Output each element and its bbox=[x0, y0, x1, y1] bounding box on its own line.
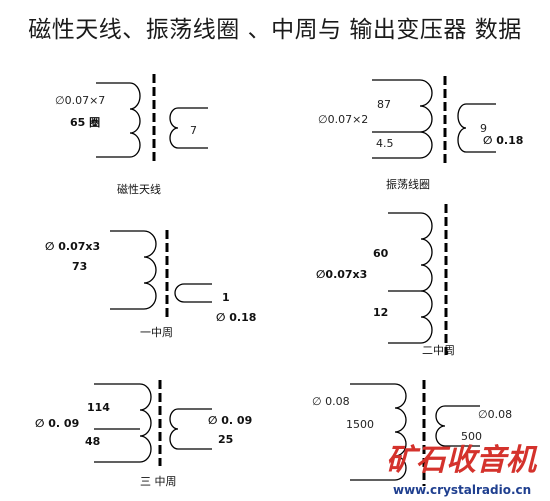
osc-secondary-turns: 9 bbox=[480, 122, 487, 135]
if3-caption: 三 中周 bbox=[140, 475, 177, 488]
if3-secondary-coil bbox=[169, 408, 212, 450]
if1-diagram: ∅ 0.07x3 73 1 ∅ 0.18 一中周 bbox=[45, 230, 256, 339]
osc-tap-upper: 87 bbox=[377, 98, 391, 111]
if1-secondary-turns: 1 bbox=[222, 291, 230, 304]
output-secondary-coil bbox=[435, 405, 480, 447]
watermark-url: www.crystalradio.cn bbox=[393, 483, 531, 497]
output-primary-turns: 1500 bbox=[346, 418, 374, 431]
osc-secondary-coil bbox=[457, 103, 496, 153]
output-transformer-diagram: ∅ 0.08 1500 ∅0.08 500 bbox=[312, 380, 512, 486]
output-secondary-turns: 500 bbox=[461, 430, 482, 443]
output-wire-secondary: ∅0.08 bbox=[478, 408, 512, 421]
osc-primary-coil bbox=[372, 79, 433, 159]
if2-wire-primary: ∅0.07x3 bbox=[316, 268, 367, 281]
osc-caption: 振荡线圈 bbox=[386, 177, 430, 191]
if2-caption: 二中周 bbox=[422, 344, 455, 357]
if2-tap-lower: 12 bbox=[373, 306, 388, 319]
if2-tap-upper: 60 bbox=[373, 247, 389, 260]
if2-upper-coil bbox=[388, 212, 433, 292]
page-title: 磁性天线、振荡线圈 、中周与 输出变压器 数据 bbox=[28, 17, 522, 43]
antenna-wire-label: ∅0.07×7 bbox=[55, 94, 105, 107]
if1-wire-secondary: ∅ 0.18 bbox=[216, 311, 256, 324]
if3-secondary-turns: 25 bbox=[218, 433, 233, 446]
osc-wire-secondary: ∅ 0.18 bbox=[483, 134, 523, 147]
if1-primary-coil bbox=[110, 230, 157, 310]
if3-primary-coil bbox=[94, 383, 152, 463]
antenna-secondary-coil bbox=[169, 107, 208, 149]
if1-wire-primary: ∅ 0.07x3 bbox=[45, 240, 100, 253]
antenna-primary-coil bbox=[96, 82, 141, 158]
if3-diagram: 114 ∅ 0. 09 48 ∅ 0. 09 25 三 中周 bbox=[35, 380, 252, 488]
antenna-diagram: ∅0.07×7 65 圈 7 磁性天线 bbox=[55, 74, 208, 196]
output-wire-primary: ∅ 0.08 bbox=[312, 395, 350, 408]
if3-wire-secondary: ∅ 0. 09 bbox=[208, 414, 252, 427]
osc-coil-diagram: 87 ∅0.07×2 4.5 9 ∅ 0.18 振荡线圈 bbox=[318, 76, 523, 191]
if3-wire-primary: ∅ 0. 09 bbox=[35, 417, 79, 430]
watermark: 矿石收音机 www.crystalradio.cn bbox=[386, 443, 538, 497]
output-primary-coil bbox=[350, 383, 407, 481]
osc-wire-primary: ∅0.07×2 bbox=[318, 113, 368, 126]
osc-tap-lower: 4.5 bbox=[376, 137, 394, 150]
antenna-secondary-turns: 7 bbox=[190, 124, 197, 137]
if1-secondary-coil bbox=[174, 283, 212, 303]
if3-tap-upper: 114 bbox=[87, 401, 110, 414]
if2-lower-coil bbox=[388, 290, 433, 344]
antenna-primary-turns: 65 圈 bbox=[70, 116, 100, 129]
if1-primary-turns: 73 bbox=[72, 260, 87, 273]
if2-diagram: 60 ∅0.07x3 12 二中周 bbox=[316, 204, 455, 357]
watermark-logo: 矿石收音机 bbox=[386, 443, 538, 478]
if1-caption: 一中周 bbox=[140, 326, 173, 339]
if3-tap-lower: 48 bbox=[85, 435, 100, 448]
antenna-caption: 磁性天线 bbox=[117, 182, 161, 196]
